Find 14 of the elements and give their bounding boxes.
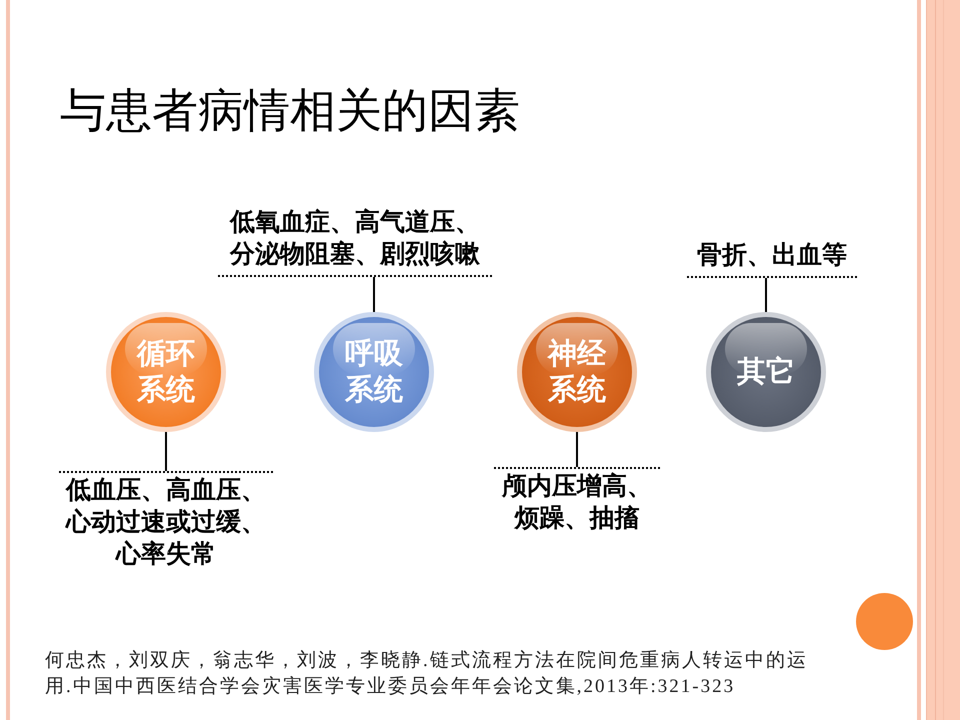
circle-label: 呼吸系统 [344, 337, 404, 408]
circle-label: 神经系统 [546, 337, 608, 408]
connector-line [373, 277, 375, 312]
connector-line [576, 432, 578, 467]
annotation-text: 低氧血症、高气道压、分泌物阻塞、剧烈咳嗽 [218, 207, 492, 277]
connector-line [765, 278, 767, 312]
annotation-text: 骨折、出血等 [687, 240, 857, 278]
circle-label: 循环系统 [135, 337, 196, 408]
slide-title: 与患者病情相关的因素 [60, 84, 520, 138]
annotation-text: 低血压、高血压、心动过速或过缓、心率失常 [59, 471, 273, 571]
circle-label: 其它 [736, 354, 796, 390]
annotation-text: 颅内压增高、烦躁、抽搐 [494, 467, 660, 535]
connector-line [165, 432, 167, 471]
citation-text: 何忠杰，刘双庆，翁志华，刘波，李晓静.链式流程方法在院间危重病人转运中的运用.中国中西医结合学会灾害医学专业委员会年年会论文集,2013年:321-323 [45, 649, 809, 699]
